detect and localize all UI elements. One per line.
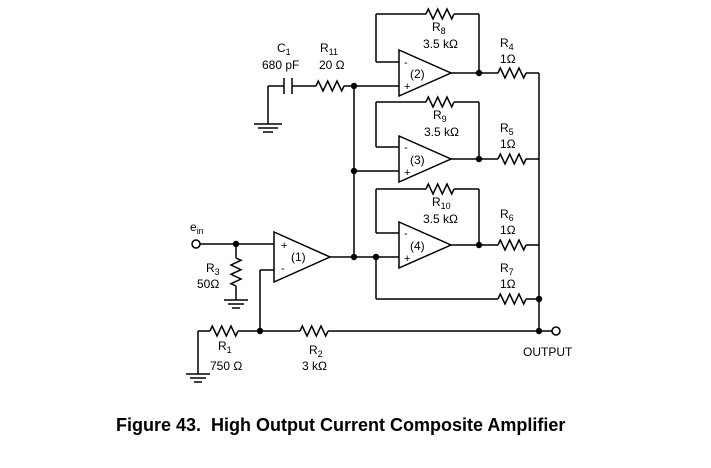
wires: [197, 13, 552, 374]
resistor-r8-symbol: [425, 7, 455, 21]
r8-value: 3.5 kΩ: [423, 37, 458, 51]
output-terminal: [551, 326, 561, 336]
r4-designator: R4: [500, 36, 514, 52]
resistor-r10-symbol: [425, 182, 455, 196]
r9-designator: R9: [433, 108, 447, 124]
figure-caption: Figure 43. High Output Current Composite…: [116, 415, 565, 435]
opamp-3-plus-label: +: [404, 167, 410, 179]
r4-value: 1Ω: [500, 52, 516, 66]
resistor-r9-symbol: [425, 95, 455, 109]
r10-designator: R10: [432, 195, 451, 211]
opamp-1-label: (1): [291, 250, 306, 264]
resistor-r6-symbol: [497, 238, 527, 252]
r7-designator: R7: [500, 261, 514, 277]
r8-designator: R8: [432, 20, 446, 36]
resistor-r11-symbol: [315, 79, 345, 93]
resistor-r4-symbol: [497, 66, 527, 80]
r2-value: 3 kΩ: [302, 359, 327, 373]
c1-value: 680 pF: [262, 58, 299, 72]
opamp-4-plus-label: +: [404, 253, 410, 265]
capacitor-c1-symbol: [283, 78, 293, 94]
ground-c1-icon: [254, 123, 282, 133]
opamp-2: - + (2): [398, 48, 453, 98]
resistor-r3-symbol: [229, 257, 243, 287]
opamp-2-minus-label: -: [404, 57, 408, 69]
opamp-3-minus-label: -: [404, 142, 408, 154]
resistor-r1-symbol: [209, 324, 239, 338]
r11-value: 20 Ω: [319, 58, 345, 72]
r5-value: 1Ω: [500, 137, 516, 151]
r3-value: 50Ω: [197, 277, 219, 291]
r1-value: 750 Ω: [210, 359, 242, 373]
opamp-4-minus-label: -: [404, 228, 408, 240]
resistor-r7-symbol: [497, 292, 527, 306]
opamp-3: - + (3): [398, 134, 453, 184]
output-label: OUTPUT: [523, 345, 573, 359]
input-terminal: [191, 239, 201, 249]
r11-designator: R11: [320, 41, 338, 57]
resistors: [209, 7, 527, 338]
component-labels: C1 680 pF R11 20 Ω R8 3.5 kΩ R9 3.5 kΩ R…: [190, 20, 573, 373]
ground-r3-icon: [224, 299, 248, 309]
input-label: ein: [190, 220, 204, 236]
opamp-2-label: (2): [410, 67, 425, 81]
opamp-1-minus-label: -: [281, 263, 285, 275]
resistor-r5-symbol: [497, 152, 527, 166]
opamp-1: + - (1): [273, 230, 332, 284]
opamp-4: - + (4): [398, 220, 453, 270]
r3-designator: R3: [206, 261, 220, 277]
resistor-r2-symbol: [299, 324, 329, 338]
junction-dots: [232, 69, 543, 335]
r2-designator: R2: [309, 343, 323, 359]
opamp-2-plus-label: +: [404, 81, 410, 93]
opamp-4-label: (4): [410, 239, 425, 253]
r6-value: 1Ω: [500, 223, 516, 237]
r6-designator: R6: [500, 207, 514, 223]
r9-value: 3.5 kΩ: [424, 125, 459, 139]
r10-value: 3.5 kΩ: [423, 212, 458, 226]
r5-designator: R5: [500, 121, 514, 137]
opamp-1-plus-label: +: [281, 240, 287, 252]
opamp-3-label: (3): [410, 153, 425, 167]
ground-r1-icon: [186, 373, 210, 383]
r1-designator: R1: [218, 339, 232, 355]
c1-designator: C1: [277, 41, 291, 57]
r7-value: 1Ω: [500, 277, 516, 291]
